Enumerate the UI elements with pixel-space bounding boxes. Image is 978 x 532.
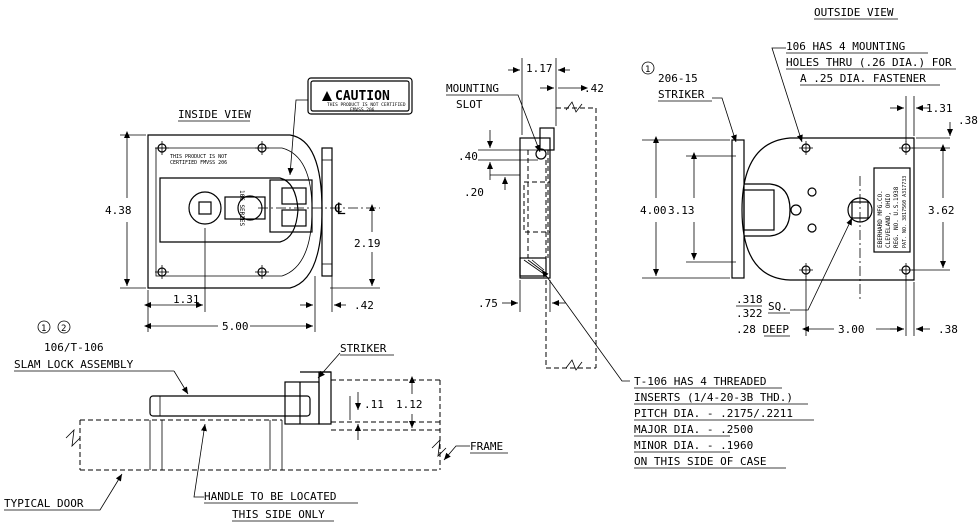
dim-3-13: 3.13 <box>668 204 695 217</box>
slam-lock-num2: 2 <box>61 324 66 334</box>
dim-2-19: 2.19 <box>354 237 381 250</box>
dim-0-40: .40 <box>458 150 478 163</box>
dim-square-unit: SQ. <box>768 300 788 313</box>
insert-note-line2: INSERTS (1/4-20-3B THD.) <box>634 391 793 404</box>
inside-spindle <box>188 191 222 225</box>
inside-latch-housing <box>269 179 313 233</box>
mounting-note-line1: 106 HAS 4 MOUNTING <box>786 40 905 53</box>
slam-lock-line1: 106/T-106 <box>44 341 104 354</box>
inside-square-drive <box>198 201 212 215</box>
dim-0-20: .20 <box>464 186 484 199</box>
outside-view: OUTSIDE VIEW 106 HAS 4 MOUNTING HOLES TH… <box>640 6 978 337</box>
assembly-striker <box>284 381 320 425</box>
dim-3-00: 3.00 <box>838 323 865 336</box>
inside-label-line1: THIS PRODUCT IS NOT <box>170 154 227 160</box>
nameplate-line4: PAT. NO. 3817560 A317733 <box>902 176 908 248</box>
outside-nameplate <box>873 167 911 253</box>
assembly-lock-body <box>149 395 311 417</box>
slam-lock-num1: 1 <box>41 324 46 334</box>
mounting-slot-line1: MOUNTING <box>446 82 499 95</box>
dim-0-42-inside: .42 <box>354 299 374 312</box>
outside-case-outline <box>741 137 915 281</box>
dim-4-38: 4.38 <box>105 204 132 217</box>
inside-label-line2: CERTIFIED FMVSS 206 <box>170 160 227 166</box>
dim-1-31-top: 1.31 <box>926 102 953 115</box>
assembly-view: 1 2 106/T-106 SLAM LOCK ASSEMBLY STRIKER <box>4 320 508 522</box>
dim-square-top: .318 <box>736 293 763 306</box>
insert-note-line5: MINOR DIA. - .1960 <box>634 439 753 452</box>
inside-mounting-holes <box>155 141 269 279</box>
dim-1-31-inside: 1.31 <box>173 293 200 306</box>
caution-line1: THIS PRODUCT IS NOT CERTIFIED <box>327 102 406 108</box>
dim-3-62: 3.62 <box>928 204 955 217</box>
frame-label: FRAME <box>470 440 503 453</box>
insert-note-line6: ON THIS SIDE OF CASE <box>634 455 766 468</box>
insert-note-line1: T-106 HAS 4 THREADED <box>634 375 766 388</box>
insert-note-line3: PITCH DIA. - .2175/.2211 <box>634 407 793 420</box>
inside-view: INSIDE VIEW THIS PRODUCT IS NOT CERTIFIE… <box>105 77 413 333</box>
nameplate-line1: EBERHARD MFG.CO. <box>877 190 884 248</box>
inside-view-title: INSIDE VIEW <box>178 108 251 121</box>
caution-title: CAUTION <box>335 89 390 104</box>
outside-mounting-holes <box>799 141 913 277</box>
typical-door-label: TYPICAL DOOR <box>4 497 84 510</box>
inside-series-label: 106 SERIES <box>238 190 245 227</box>
striker-label: STRIKER <box>340 342 387 355</box>
dim-0-38-top: .38 <box>958 114 978 127</box>
striker-callout-line2: STRIKER <box>658 88 705 101</box>
inside-striker-plate <box>321 147 333 277</box>
dim-0-11: .11 <box>364 398 384 411</box>
striker-callout-num: 1 <box>645 65 650 75</box>
dim-1-12: 1.12 <box>396 398 423 411</box>
dim-0-42-side: .42 <box>584 82 604 95</box>
caution-line2: FMVSS 206 <box>350 107 375 113</box>
caution-label-box <box>307 77 413 115</box>
dim-square-bottom: .322 <box>736 307 763 320</box>
dim-5-00: 5.00 <box>222 320 249 333</box>
dim-square-depth: .28 DEEP <box>736 323 789 336</box>
insert-note-line4: MAJOR DIA. - .2500 <box>634 423 753 436</box>
mounting-slot-line2: SLOT <box>456 98 483 111</box>
nameplate-line2: CLEVELAND, OHIO <box>885 193 892 248</box>
striker-callout-circle <box>641 61 655 75</box>
dim-0-75: .75 <box>478 297 498 310</box>
outside-view-title: OUTSIDE VIEW <box>814 6 894 19</box>
dim-0-38-bottom: .38 <box>938 323 958 336</box>
side-view: MOUNTING SLOT 1.17 .42 .40 <box>446 58 604 371</box>
centerline-symbol: ℄ <box>334 199 346 218</box>
nameplate-line3: REG. NO. U.S.1938 <box>893 186 900 248</box>
mounting-note-line2: HOLES THRU (.26 DIA.) FOR <box>786 56 952 69</box>
slam-lock-line2: SLAM LOCK ASSEMBLY <box>14 358 134 371</box>
striker-callout-line1: 206-15 <box>658 72 698 85</box>
threaded-insert-note: T-106 HAS 4 THREADED INSERTS (1/4-20-3B … <box>541 269 814 469</box>
handle-note-line2: THIS SIDE ONLY <box>232 508 325 521</box>
dim-1-17: 1.17 <box>526 62 553 75</box>
mounting-note-line3: A .25 DIA. FASTENER <box>800 72 926 85</box>
handle-note-line1: HANDLE TO BE LOCATED <box>204 490 336 503</box>
dim-4-00: 4.00 <box>640 204 667 217</box>
